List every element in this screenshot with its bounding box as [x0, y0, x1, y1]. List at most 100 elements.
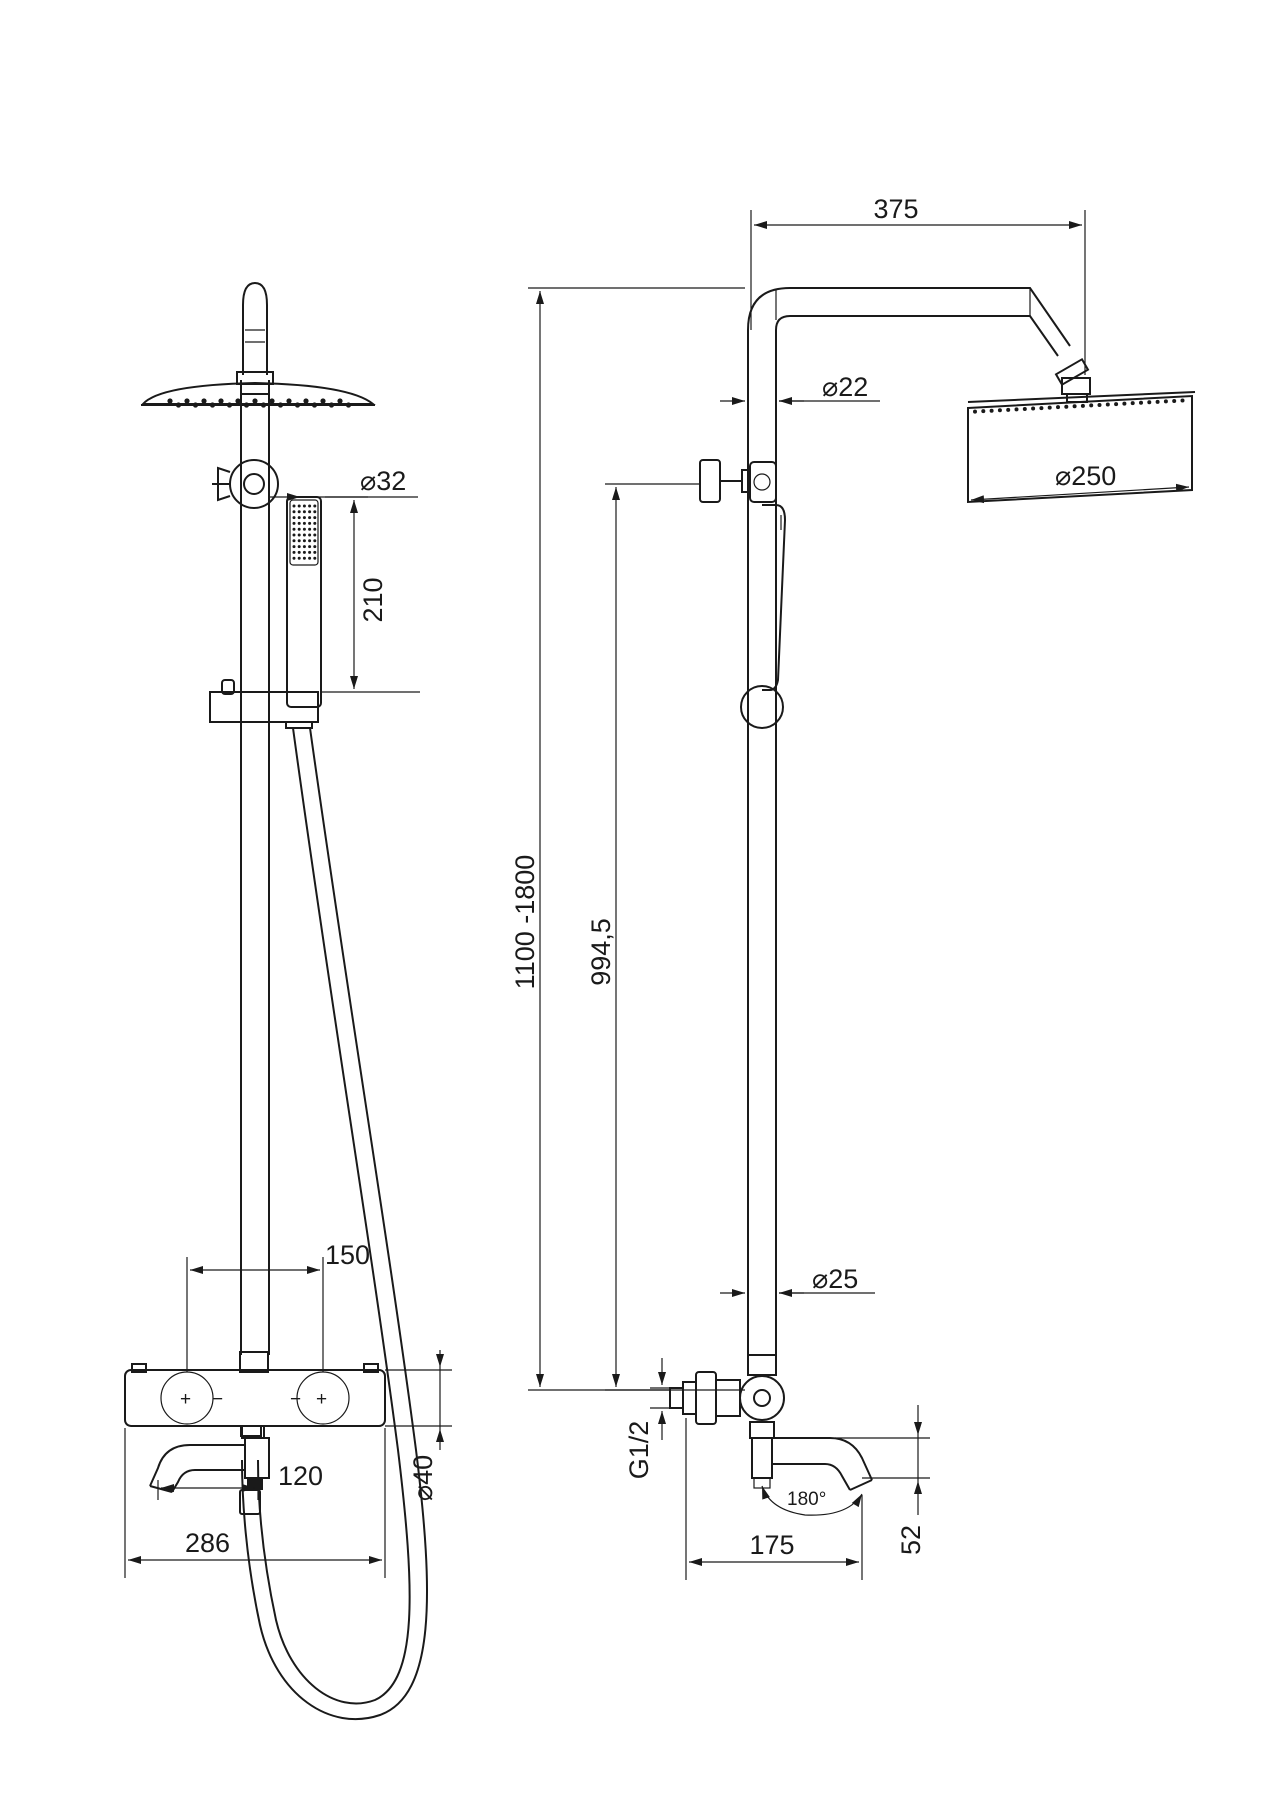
side-spout	[749, 1421, 873, 1491]
hand-hole-dot	[302, 550, 306, 554]
mixer-width-value: 286	[185, 1528, 230, 1558]
nozzle-dot	[1064, 404, 1069, 409]
hand-hole-dot	[302, 556, 306, 560]
hand-hole-dot	[302, 510, 306, 514]
hand-hole-dot	[292, 521, 296, 525]
hand-hole-dot	[292, 550, 296, 554]
nozzle-dot	[252, 398, 258, 404]
dim-inlet-thread: G1/2	[624, 1358, 684, 1479]
hand-hole-dot	[302, 521, 306, 525]
dim-arm-reach: 375	[750, 194, 1086, 375]
hand-hole-dot	[308, 504, 312, 508]
nozzle-dot	[1155, 399, 1160, 404]
nozzle-dot	[337, 398, 343, 404]
svg-text:⌀32: ⌀32	[360, 466, 406, 496]
side-shower-head	[967, 391, 1196, 504]
hand-hole-dot	[292, 545, 296, 549]
nozzle-dot	[997, 408, 1002, 413]
nozzle-dot	[260, 402, 267, 408]
nozzle-dot	[1031, 406, 1036, 411]
mixer-body-diameter-value: 40	[408, 1455, 438, 1485]
hand-hole-dot	[313, 550, 317, 554]
side-head-nozzles	[973, 398, 1185, 414]
hand-hole-dot	[292, 516, 296, 520]
nozzle-dot	[1139, 400, 1143, 405]
dim-hand-shower-diameter: ⌀32	[268, 466, 418, 501]
nozzle-dot	[277, 402, 284, 408]
hand-hole-dot	[292, 533, 296, 537]
svg-text:⌀40: ⌀40	[408, 1455, 438, 1501]
nozzle-dot	[184, 398, 190, 404]
hand-hole-dot	[297, 516, 301, 520]
nozzle-dot	[201, 398, 207, 404]
front-hose	[239, 727, 428, 1721]
dim-height-range: 1100 -1800	[510, 287, 745, 1391]
hand-hole-dot	[292, 510, 296, 514]
diameter-symbol: ⌀	[408, 1485, 438, 1501]
hand-hole-dot	[313, 539, 317, 543]
height-range-value: 1100 -1800	[510, 855, 540, 990]
nozzle-dot	[1072, 404, 1077, 409]
nozzle-dot	[1089, 403, 1094, 408]
nozzle-dot	[1163, 399, 1168, 404]
side-view: 180° 375 1100 -1800 994,5 ⌀22	[510, 194, 1196, 1580]
rail-height-value: 994,5	[586, 918, 616, 986]
hand-hole-dot	[313, 545, 317, 549]
diameter-symbol: ⌀	[360, 466, 376, 496]
nozzle-dot	[1105, 402, 1110, 407]
nozzle-dot	[328, 402, 335, 408]
spout-rotation-value: 180°	[787, 1489, 826, 1510]
hand-hole-dot	[297, 556, 301, 560]
hand-hole-dot	[308, 527, 312, 531]
nozzle-dot	[345, 402, 352, 408]
front-view: + − − + ⌀32 210	[124, 281, 452, 1721]
nozzle-dot	[226, 402, 233, 408]
dim-riser-diameter: ⌀22	[720, 372, 880, 405]
spout-height-value: 52	[896, 1525, 926, 1555]
spout-length-value: 175	[749, 1530, 794, 1560]
nozzle-dot	[303, 398, 309, 404]
hand-hole-dot	[302, 516, 306, 520]
nozzle-dot	[989, 408, 994, 413]
nozzle-dot	[1147, 400, 1152, 405]
nozzle-dot	[1080, 403, 1085, 408]
nozzle-dot	[1172, 398, 1177, 403]
nozzle-dot	[1047, 405, 1052, 410]
hand-hole-dot	[297, 521, 301, 525]
dim-spout-height: 52	[835, 1405, 930, 1555]
front-diverter	[212, 459, 279, 509]
nozzle-dot	[1122, 401, 1127, 406]
hand-hole-dot	[302, 533, 306, 537]
nozzle-dot	[1097, 402, 1102, 407]
hot-marking-right: +	[316, 1389, 327, 1410]
hand-shower-holes	[292, 504, 317, 560]
nozzle-dot	[218, 398, 224, 404]
hand-hole-dot	[313, 527, 317, 531]
nozzle-dot	[209, 402, 216, 408]
nozzle-dot	[311, 402, 318, 408]
hand-hole-dot	[313, 516, 317, 520]
hand-shower-length-value: 210	[358, 577, 388, 622]
hand-hole-dot	[308, 533, 312, 537]
svg-text:⌀25: ⌀25	[812, 1264, 858, 1294]
dim-tap-centers: 150	[186, 1240, 370, 1372]
nozzle-dot	[1006, 407, 1011, 412]
dim-spout-projection: 120	[157, 1461, 323, 1500]
hand-hole-dot	[313, 521, 317, 525]
dim-lower-pipe-diameter: ⌀25	[720, 1264, 875, 1297]
front-shower-head	[140, 381, 376, 408]
nozzle-dot	[286, 398, 292, 404]
hand-hole-dot	[308, 556, 312, 560]
hand-hole-dot	[297, 510, 301, 514]
side-slider-knob	[740, 685, 784, 729]
nozzle-dot	[192, 402, 199, 408]
front-spout	[149, 1425, 270, 1493]
dim-head-diameter: ⌀250	[970, 461, 1190, 504]
nozzle-dot	[167, 398, 173, 404]
hand-hole-dot	[297, 539, 301, 543]
hand-hole-dot	[292, 539, 296, 543]
dim-mixer-width: 286	[124, 1428, 386, 1578]
hand-hole-dot	[302, 539, 306, 543]
side-diverter	[699, 459, 777, 503]
